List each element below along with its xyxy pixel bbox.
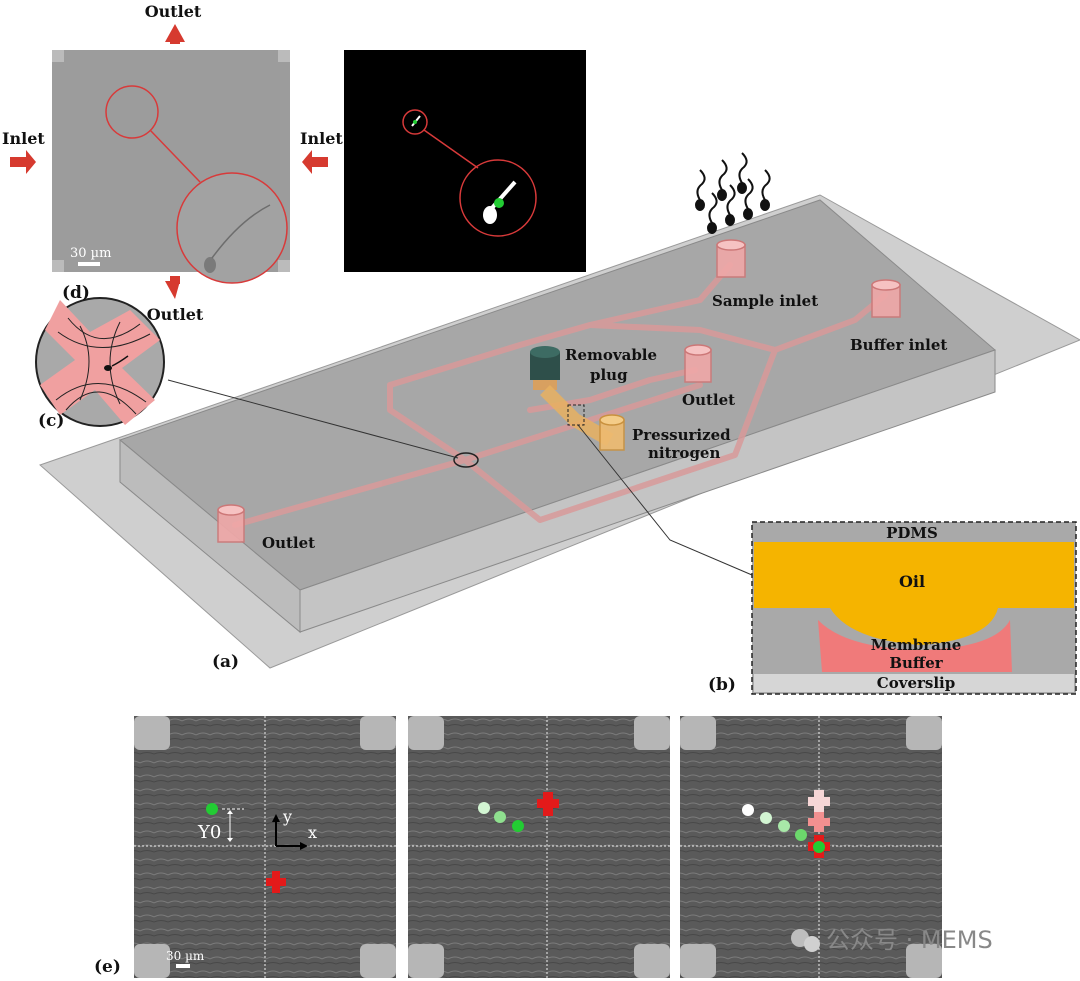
label-oil: Oil <box>899 572 925 591</box>
sample-inlet-well <box>716 239 746 278</box>
buffer-layer <box>818 620 1012 672</box>
membrane-region-box <box>567 404 585 426</box>
label-inlet-d-left: Inlet <box>2 129 45 148</box>
flow-frames-panel: Y0 y x 30 µm <box>94 716 942 978</box>
label-pressurized-2: nitrogen <box>648 444 720 462</box>
label-coverslip: Coverslip <box>877 674 955 692</box>
scale-bar-d <box>78 262 100 266</box>
sperm-in-junction <box>104 365 112 371</box>
panel-label-a: (a) <box>212 652 239 672</box>
panel-label-c: (c) <box>38 411 64 431</box>
label-buffer-inlet: Buffer inlet <box>850 336 947 354</box>
watermark-text: 公众号 · MEMS <box>826 926 993 954</box>
pdms-block-side <box>299 349 996 633</box>
flow-frame-1: Y0 y x 30 µm <box>134 716 396 978</box>
label-sample-inlet: Sample inlet <box>712 292 818 310</box>
nitrogen-channel <box>540 385 614 447</box>
coverslip-layer <box>754 674 1074 692</box>
panel-label-d: (d) <box>62 283 90 303</box>
leader-line-b <box>577 424 753 576</box>
label-outlet-top: Outlet <box>682 391 735 409</box>
label-inlet-d-right: Inlet <box>300 129 343 148</box>
scale-bar-d-label: 30 µm <box>70 246 111 261</box>
flow-frame-3 <box>680 716 942 978</box>
green-marker-e2 <box>512 820 524 832</box>
label-removable-1: Removable <box>565 346 657 364</box>
zoom-target-circle <box>176 172 288 284</box>
arrow-down-icon <box>165 281 185 299</box>
label-outlet-d-top: Outlet <box>145 2 202 21</box>
panel-label-b: (b) <box>708 675 736 695</box>
arrow-left-icon <box>302 150 328 174</box>
top-outlet-well <box>684 344 712 383</box>
cross-junction-marker <box>453 452 479 468</box>
nitrogen-well <box>599 414 625 451</box>
green-marker-e1 <box>206 803 218 815</box>
device-panel: Sample inlet Buffer inlet Removable plug… <box>39 152 1080 672</box>
sample-branch <box>387 262 733 463</box>
axis-y-label: y <box>282 807 292 826</box>
leader-line-c <box>167 379 459 459</box>
green-marker-d <box>494 198 504 208</box>
zoom-source-circle <box>105 85 159 139</box>
oil-layer <box>754 542 1074 645</box>
watermark: 公众号 · MEMS <box>791 926 993 954</box>
label-membrane: Membrane <box>871 636 962 654</box>
label-outlet-left: Outlet <box>262 534 315 552</box>
loop-channel <box>462 347 778 523</box>
panel-label-e: (e) <box>94 957 121 977</box>
label-outlet-d-bottom: Outlet <box>147 305 204 324</box>
cross-section-panel: PDMS Oil Membrane Buffer Coverslip (b) <box>708 521 1077 695</box>
sperm-cells-icon <box>695 152 771 234</box>
micrograph-d-panel: 30 µm Outlet Outlet Inlet Inlet (d) <box>2 2 586 324</box>
axis-x-label: x <box>308 823 317 842</box>
label-pressurized-1: Pressurized <box>632 426 731 444</box>
arrow-right-icon <box>10 150 36 174</box>
label-buffer: Buffer <box>889 654 943 672</box>
green-marker-e3 <box>813 841 825 853</box>
label-removable-2: plug <box>590 366 628 384</box>
red-cross-e1 <box>266 871 286 893</box>
red-cross-e2 <box>537 792 559 816</box>
arrow-up-icon <box>165 24 185 44</box>
scale-bar-e <box>176 964 190 968</box>
scale-bar-e-label: 30 µm <box>166 949 205 963</box>
fluorescence-image <box>344 50 586 272</box>
label-y0: Y0 <box>197 822 221 843</box>
flow-frame-2 <box>408 716 670 978</box>
label-pdms: PDMS <box>886 524 938 542</box>
junction-zoom-panel: (c) <box>35 297 165 431</box>
buffer-inlet-well <box>871 279 901 318</box>
left-outlet-well <box>217 504 245 543</box>
removable-plug <box>530 346 560 390</box>
